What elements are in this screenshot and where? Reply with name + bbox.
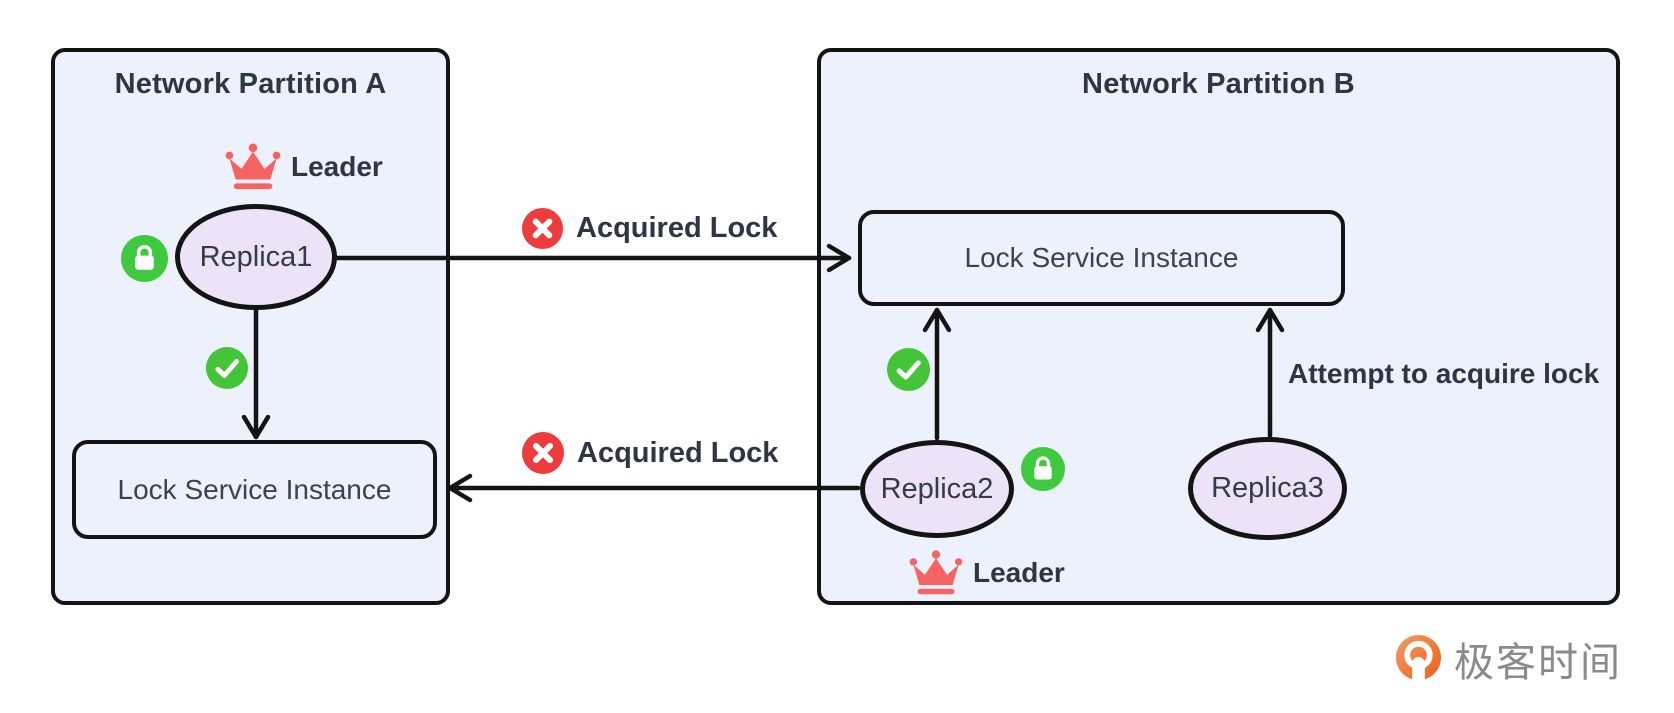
edge-label-bottom: Acquired Lock	[522, 432, 778, 474]
lock-service-b-label: Lock Service Instance	[964, 242, 1239, 273]
leader-badge-a: Leader	[224, 140, 383, 194]
x-icon	[522, 432, 564, 474]
edge-label-bottom-text: Acquired Lock	[577, 436, 779, 469]
node-lock-service-a: Lock Service Instance	[72, 440, 437, 539]
check-icon	[887, 348, 930, 391]
edge-label-top: Acquired Lock	[522, 208, 777, 249]
attempt-annotation: Attempt to acquire lock	[1288, 358, 1600, 389]
node-replica3: Replica3	[1188, 437, 1347, 540]
check-icon	[206, 347, 248, 389]
lock-service-a-label: Lock Service Instance	[117, 473, 392, 505]
partition-a-title: Network Partition A	[114, 68, 387, 100]
geektime-logo-text: 极客时间	[1454, 641, 1622, 685]
lock-icon	[121, 235, 168, 282]
replica3-label: Replica3	[1211, 472, 1324, 504]
node-replica1: Replica1	[175, 204, 337, 310]
geektime-logo: 极客时间	[1394, 630, 1622, 688]
replica2-label: Replica2	[880, 472, 994, 505]
leader-badge-b: Leader	[908, 546, 1065, 600]
leader-label-b: Leader	[973, 557, 1065, 588]
node-replica2: Replica2	[860, 440, 1014, 538]
node-lock-service-b: Lock Service Instance	[858, 210, 1345, 306]
x-icon	[522, 208, 563, 249]
arrow-replica2-to-lock-a	[447, 473, 861, 503]
crown-icon	[225, 143, 281, 190]
crown-icon	[909, 550, 963, 595]
replica1-label: Replica1	[199, 240, 313, 273]
leader-label-a: Leader	[291, 151, 383, 182]
geektime-logo-icon	[1395, 634, 1442, 685]
lock-icon	[1021, 447, 1065, 491]
partition-b-title: Network Partition B	[1082, 68, 1355, 100]
edge-label-top-text: Acquired Lock	[576, 212, 778, 244]
